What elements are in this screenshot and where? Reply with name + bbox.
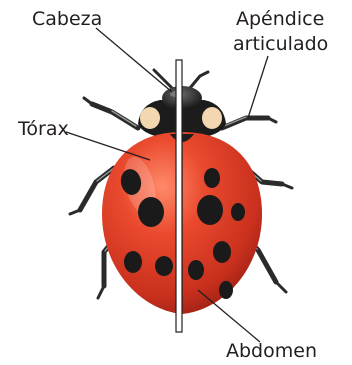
label-appendage-line2: articulado (233, 33, 328, 55)
label-abdomen: Abdomen (226, 340, 317, 362)
pronotum-patch-left (140, 107, 160, 129)
symmetry-axis (176, 60, 182, 332)
label-thorax: Tórax (17, 118, 69, 140)
label-head: Cabeza (32, 8, 102, 30)
leader-head (96, 28, 172, 92)
label-appendage-line1: Apéndice (236, 8, 324, 30)
pronotum-patch-right (202, 107, 222, 129)
leader-appendage (248, 56, 268, 118)
